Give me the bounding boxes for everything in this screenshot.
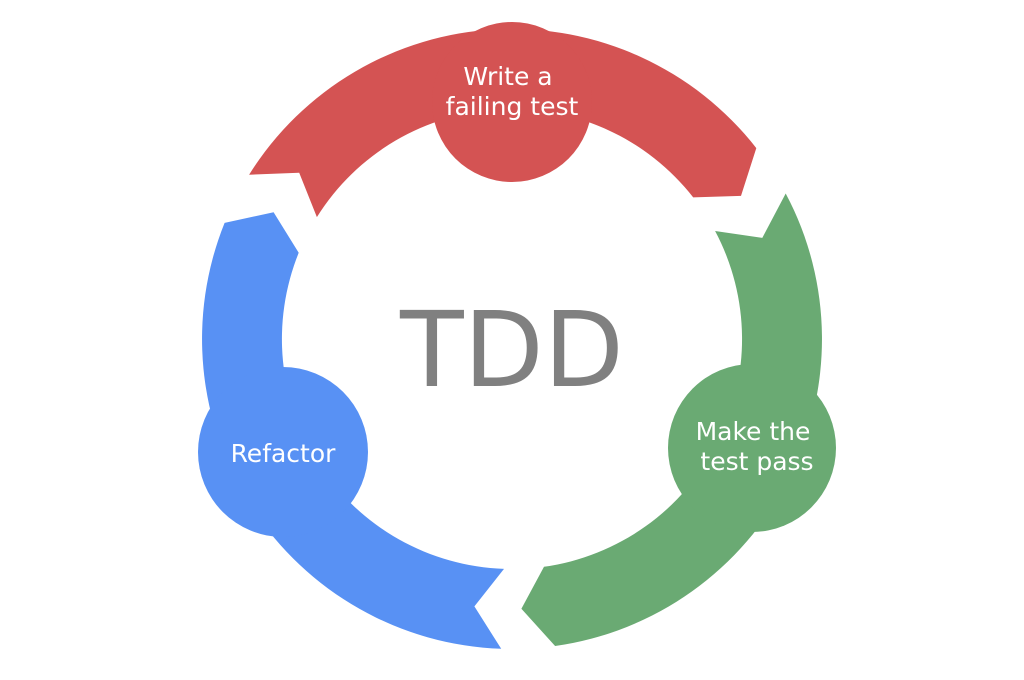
make-test-pass-label-line1: Make the [696,417,811,446]
refactor-node [198,367,368,537]
make-test-pass-node [668,364,836,532]
make-test-pass-arc [521,193,822,646]
write-failing-test-label-line1: Write a [463,62,552,91]
write-failing-test-node [432,22,592,182]
refactor-arc [202,212,504,649]
refactor-label: Refactor [231,439,337,468]
center-title: TDD [399,289,624,411]
write-failing-test-label-line2: failing test [446,92,579,121]
cycle-ring [202,28,822,649]
write-failing-test-arc [249,28,757,218]
make-test-pass-label-line2: test pass [700,447,813,476]
